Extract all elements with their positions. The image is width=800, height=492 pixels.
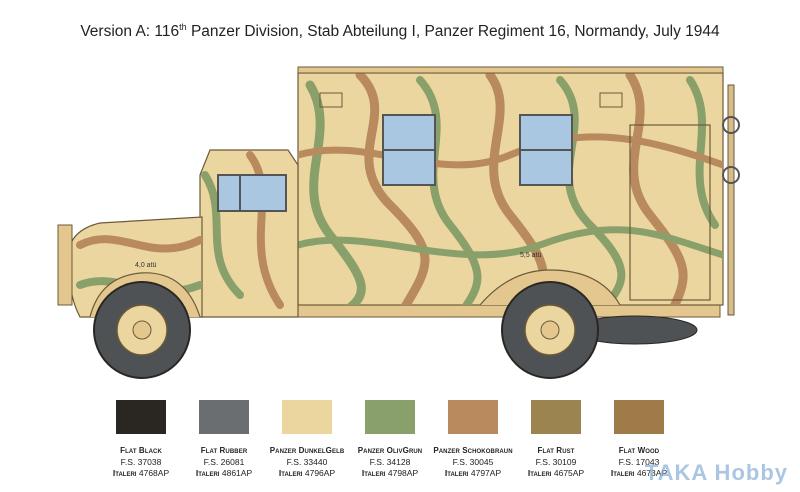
italeri-code: Italeri 4798AP — [361, 468, 419, 478]
rear-wheel — [501, 281, 599, 379]
italeri-code: Italeri 4796AP — [278, 468, 336, 478]
color-name: Panzer DunkelGelb — [269, 446, 345, 455]
page-title: Version A: 116th Panzer Division, Stab A… — [80, 22, 720, 41]
fs-code: F.S. 26081 — [203, 457, 245, 467]
color-chip — [282, 400, 332, 434]
fs-code: F.S. 34128 — [369, 457, 411, 467]
color-chip — [199, 400, 249, 434]
color-chip — [531, 400, 581, 434]
marking-rear: 5,5 atü — [520, 252, 542, 259]
color-name: Flat Wood — [618, 446, 660, 455]
color-name: Flat Rust — [537, 446, 575, 455]
body-box: 5,5 atü — [297, 66, 724, 306]
italeri-code: Italeri 4768AP — [112, 468, 170, 478]
italeri-code: Italeri 4797AP — [444, 468, 502, 478]
color-chip — [448, 400, 498, 434]
italeri-code: Italeri 4861AP — [195, 468, 253, 478]
fs-code: F.S. 30109 — [535, 457, 577, 467]
cab — [199, 149, 299, 318]
color-chip — [614, 400, 664, 434]
box-rear-door — [629, 124, 711, 301]
fs-code: F.S. 33440 — [286, 457, 328, 467]
truck-illustration: 5,5 atü 4,0 atü — [57, 66, 740, 379]
fs-code: F.S. 17043 — [618, 457, 660, 467]
watermark: TAKA Hobby — [644, 460, 788, 485]
cab-window — [217, 174, 287, 212]
color-name: Panzer OlivGrun — [357, 446, 423, 455]
rear-ladder — [727, 84, 735, 316]
color-chip — [116, 400, 166, 434]
fs-code: F.S. 30045 — [452, 457, 494, 467]
color-name: Flat Black — [120, 446, 162, 455]
front-wheel — [93, 281, 191, 379]
color-name: Flat Rubber — [200, 446, 248, 455]
italeri-code: Italeri 4675AP — [527, 468, 585, 478]
color-chip — [365, 400, 415, 434]
marking-front: 4,0 atü — [135, 262, 157, 269]
fs-code: F.S. 37038 — [120, 457, 162, 467]
color-name: Panzer Schokobraun — [433, 446, 513, 455]
italeri-code: Italeri 4673AP — [610, 468, 668, 478]
